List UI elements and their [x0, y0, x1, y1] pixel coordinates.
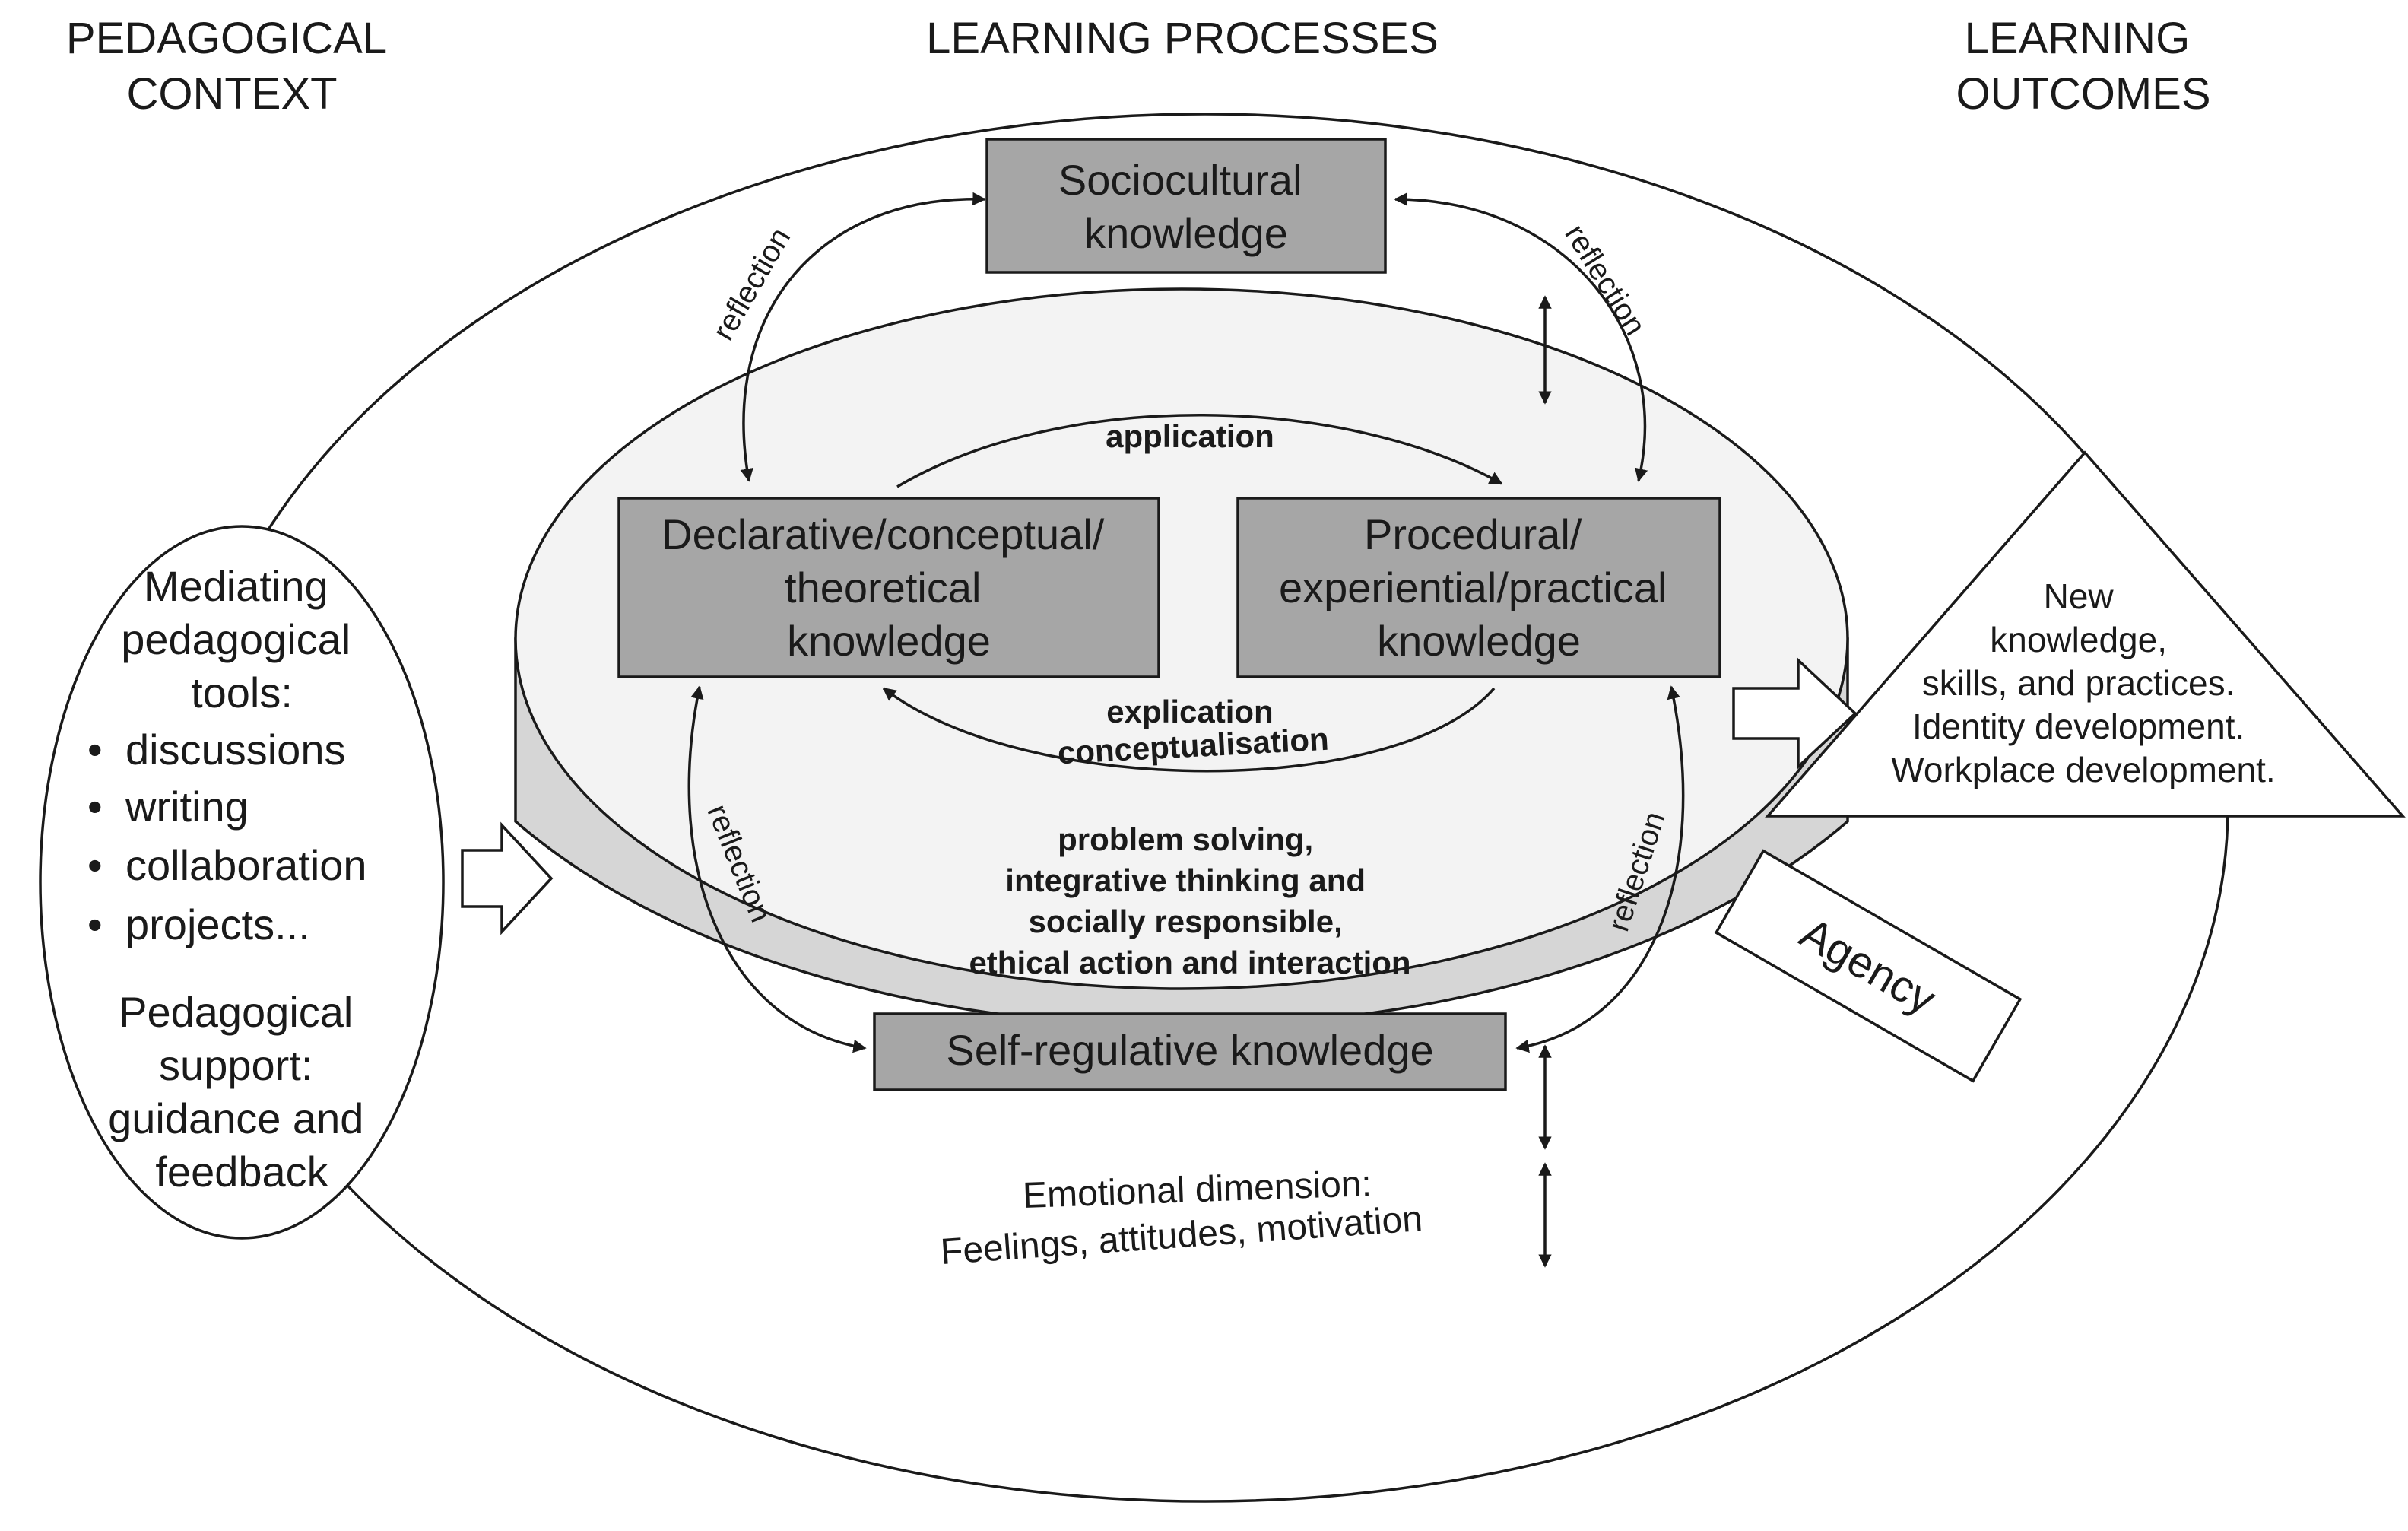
reflection-label-upper-left: reflection — [706, 222, 797, 346]
tool-item: writing — [125, 783, 249, 831]
learning-outcomes-triangle — [1765, 450, 2406, 818]
declarative-knowledge-box: Declarative/conceptual/ theoretical know… — [617, 497, 1160, 678]
pedagogical-support-text: Pedagogical support: guidance and feedba… — [108, 988, 376, 1196]
bullet-icon: • — [87, 783, 103, 831]
bullet-icon: • — [87, 900, 103, 948]
tool-item: projects... — [125, 900, 310, 948]
application-arrow — [896, 414, 1503, 488]
svg-text:Procedural/ experiential: Procedural/ experiential/practical knowl… — [1279, 510, 1679, 665]
sociocultural-knowledge-box: Sociocultural knowledge — [985, 138, 1387, 274]
explication-label: explication — [1106, 694, 1273, 729]
reflection-arrow-lower-left — [687, 685, 867, 1053]
header-learning-processes: LEARNING PROCESSES — [926, 14, 1439, 63]
self-regulative-knowledge-box: Self-regulative knowledge — [873, 1012, 1507, 1091]
header-pedagogical-context: PEDAGOGICAL CONTEXT — [66, 14, 398, 119]
mediating-tools-list: • discussions • writing • collaboration … — [87, 726, 367, 948]
svg-text:Declarative/conceptual/: Declarative/conceptual/ theoretical know… — [661, 510, 1116, 665]
mediating-tools-ellipse — [39, 525, 445, 1240]
tool-item: discussions — [125, 726, 345, 773]
mediating-tools-title: Mediating pedagogical tools: — [121, 562, 363, 716]
explication-arrow — [882, 687, 1496, 773]
agency-box: Agency — [1714, 849, 2023, 1083]
learning-outcomes-text: New knowledge, skills, and practices. Id… — [1891, 577, 2275, 789]
application-label: application — [1106, 418, 1274, 454]
header-learning-outcomes: LEARNING OUTCOMES — [1956, 14, 2210, 119]
tools-input-arrow — [461, 821, 554, 935]
procedural-knowledge-box: Procedural/ experiential/practical knowl… — [1236, 497, 1721, 678]
center-processes-text: problem solving, integrative thinking an… — [969, 821, 1410, 980]
reflection-arrow-upper-right — [1394, 192, 1648, 482]
reflection-label-upper-right: reflection — [1558, 219, 1651, 341]
bullet-icon: • — [87, 841, 103, 889]
outcomes-output-arrow — [1732, 656, 1858, 770]
svg-text:Sociocultural knowledge: Sociocultural knowledge — [1058, 156, 1314, 257]
svg-text:Self-regulative knowledge: Self-regulative knowledge — [946, 1026, 1433, 1074]
bullet-icon: • — [87, 726, 103, 773]
tool-item: collaboration — [125, 841, 367, 889]
reflection-arrow-lower-right — [1515, 685, 1685, 1053]
reflection-arrow-upper-left — [740, 192, 986, 482]
